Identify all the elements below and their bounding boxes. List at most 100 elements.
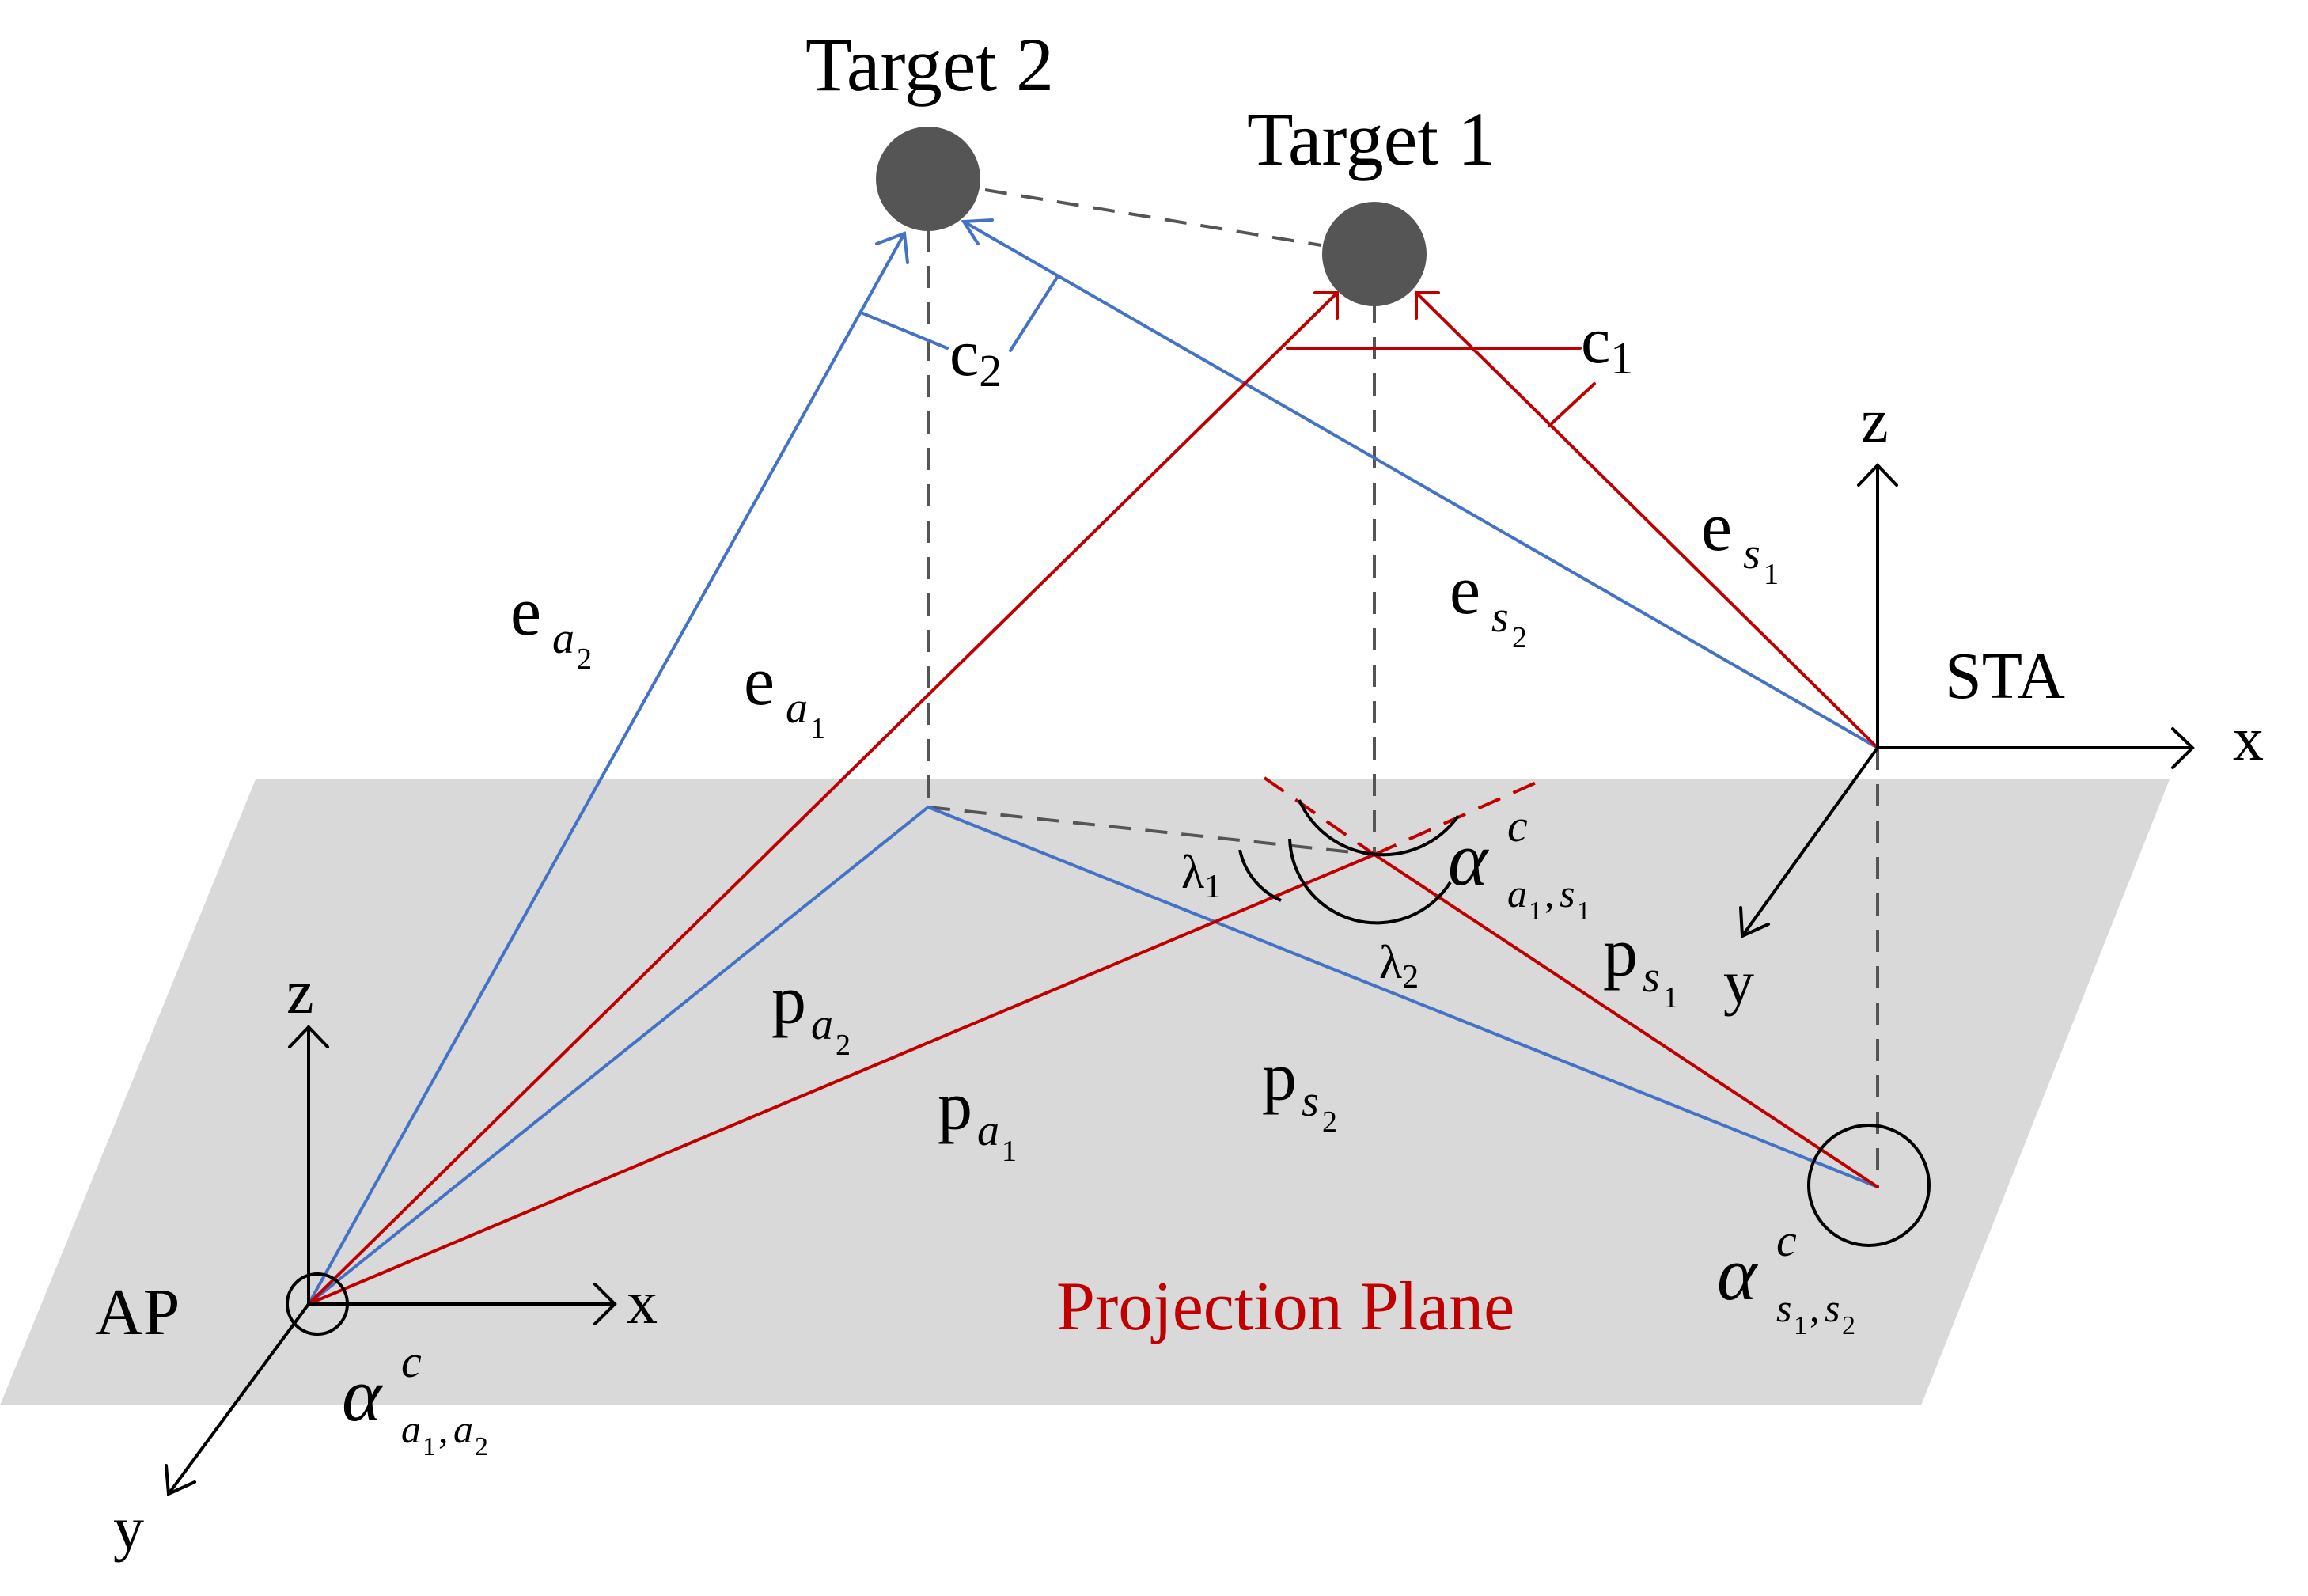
alpha-a1-a2-label: α c a 1 , a 2 [342,1336,488,1461]
svg-text:c: c [1776,1215,1797,1266]
svg-text:,: , [1810,1286,1820,1330]
p-a1-label: p a 1 [938,1068,1017,1168]
dashed-construction-lines [927,188,1879,1187]
e-a2-arrowhead [875,231,909,264]
c2-tick-right [1009,275,1059,352]
svg-text:a: a [453,1407,473,1451]
alpha-s1-s2-label: α c s 1 , s 2 [1717,1215,1855,1340]
e-s1-arrowhead [1415,291,1440,320]
red-angle-guides [1263,776,1548,856]
svg-text:2: 2 [836,1029,851,1062]
svg-text:1: 1 [810,712,825,745]
svg-text:1: 1 [1577,897,1590,926]
c2-tick-left [859,311,949,350]
svg-text:s: s [1776,1286,1791,1330]
svg-text:1: 1 [1764,558,1779,591]
sta-y-axis [1741,746,1879,938]
svg-text:a: a [811,1000,833,1049]
e-a1-line [307,291,1339,1306]
ap-y-axis [167,1302,310,1496]
svg-text:2: 2 [1322,1105,1337,1139]
angle-guide-left [1263,776,1376,856]
sta-y-arrowhead [1739,906,1770,939]
ap-x-arrowhead [593,1283,617,1325]
svg-text:a: a [401,1407,421,1451]
svg-text:p: p [1262,1039,1297,1116]
red-paths [307,291,1879,1306]
svg-text:s: s [1825,1286,1840,1330]
svg-text:a: a [1507,871,1527,916]
p-a2-line [307,806,930,1306]
p-s1-line [1373,853,1879,1188]
svg-text:1: 1 [1663,981,1678,1014]
sta-y-label: y [1723,948,1754,1017]
svg-text:s: s [1643,953,1660,1002]
coordinate-axes [165,463,2195,1496]
blue-paths [307,218,1879,1306]
sta-z-arrowhead [1857,463,1898,487]
svg-text:α: α [342,1352,383,1437]
svg-text:,: , [438,1407,449,1451]
svg-text:1: 1 [1794,1311,1807,1340]
svg-text:,: , [1544,871,1555,916]
svg-text:a: a [786,684,808,733]
e-a2-label: e a 2 [510,574,592,676]
target-1-marker [1322,202,1427,306]
p-a2-label: p a 2 [771,962,851,1062]
alpha-a1-s1-label: α c a 1 , s 1 [1448,800,1590,926]
e-s2-arrowhead [961,218,994,245]
svg-text:2: 2 [577,643,592,676]
svg-text:s: s [1743,529,1760,578]
dashed-projection-link [927,806,1375,856]
e-a1-arrowhead [1313,291,1339,320]
c1-tick-right [1548,382,1596,427]
p-a1-line [307,853,1376,1306]
svg-text:a: a [552,614,574,663]
svg-text:a: a [977,1106,999,1155]
p-s1-label: p s 1 [1603,915,1678,1014]
p-s2-label: p s 2 [1262,1039,1337,1139]
svg-text:1: 1 [423,1432,436,1461]
svg-text:s: s [1491,593,1509,642]
svg-text:e: e [744,643,775,720]
ap-z-label: z [286,957,314,1026]
svg-text:α: α [1448,817,1489,901]
e-s1-label: e s 1 [1701,489,1779,591]
ap-x-label: x [627,1268,658,1336]
target-1-label: Target 1 [1247,97,1495,181]
svg-text:1: 1 [1002,1135,1017,1168]
projection-plane [0,779,2170,1405]
e-s2-label: e s 2 [1450,552,1527,654]
svg-text:e: e [1701,489,1732,566]
p-s2-line [927,806,1879,1188]
ap-z-arrowhead [288,1025,329,1048]
ap-y-label: y [113,1494,144,1563]
svg-text:e: e [510,574,541,650]
e-s1-line [1415,291,1879,749]
ap-y-arrowhead [165,1464,196,1496]
svg-text:1: 1 [1529,897,1542,926]
ap-label: AP [95,1276,180,1349]
e-s2-line [962,220,1879,749]
svg-text:e: e [1450,552,1480,629]
svg-text:2: 2 [1842,1311,1855,1340]
e-a2-line [307,232,906,1306]
e-a1-label: e a 1 [744,643,825,745]
sta-label: STA [1945,639,2065,713]
dashed-target-link [984,188,1322,247]
projection-plane-label: Projection Plane [1056,1268,1514,1345]
angle-guide-right [1374,776,1548,856]
svg-text:p: p [771,962,806,1039]
svg-text:c: c [1507,800,1528,851]
target-2-marker [876,127,980,231]
svg-text:c: c [401,1336,422,1387]
svg-text:α: α [1717,1231,1758,1316]
lambda1-label: λ1 [1181,846,1221,905]
svg-text:s: s [1560,871,1575,916]
alpha-s1-s2-circle [1807,1124,1931,1247]
alpha-a1-s1-arc [1298,799,1460,857]
svg-text:2: 2 [1512,621,1527,654]
sta-z-label: z [1861,386,1889,455]
target-2-label: Target 2 [805,22,1054,107]
